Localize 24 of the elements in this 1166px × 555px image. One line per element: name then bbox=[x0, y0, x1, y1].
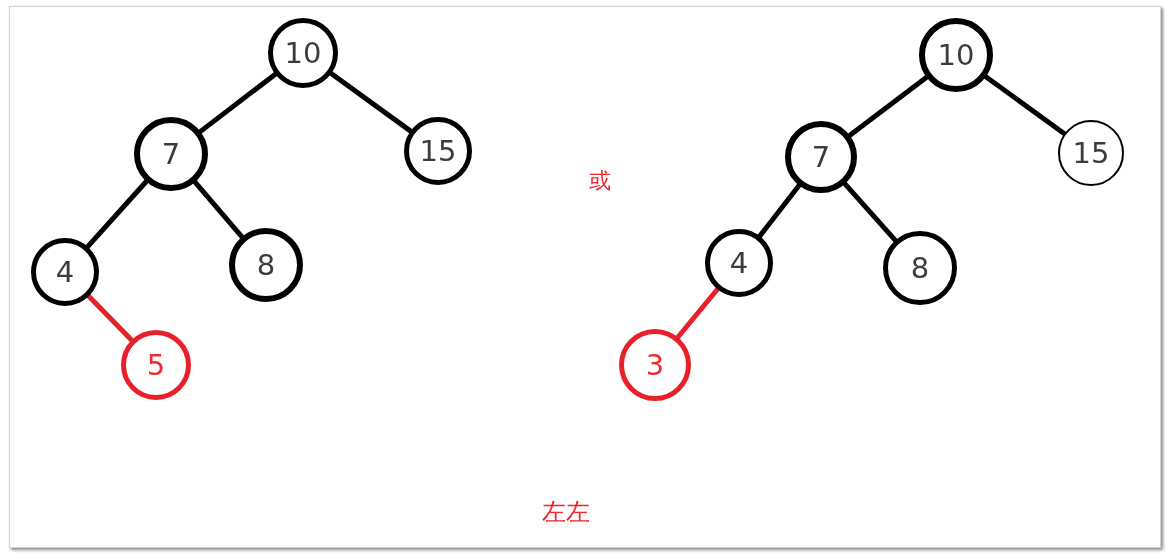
node-value: 15 bbox=[419, 136, 457, 166]
connector-line bbox=[983, 74, 1067, 137]
node-value: 10 bbox=[937, 40, 975, 70]
note-text: 左左 bbox=[542, 500, 590, 524]
connector-line bbox=[757, 183, 802, 239]
connector-line bbox=[675, 286, 720, 340]
node-value: 3 bbox=[645, 350, 665, 380]
node-value: 4 bbox=[55, 257, 75, 287]
node-value: 15 bbox=[1072, 138, 1110, 168]
connector-line bbox=[329, 70, 413, 134]
node-value: 7 bbox=[161, 139, 181, 169]
connector-line bbox=[86, 293, 134, 343]
node-value: 5 bbox=[146, 350, 166, 380]
connector-line bbox=[192, 179, 245, 240]
node-value: 10 bbox=[284, 38, 322, 68]
node-value: 7 bbox=[811, 142, 831, 172]
node-value: 8 bbox=[910, 253, 930, 283]
node-value: 4 bbox=[729, 248, 749, 278]
connector-line bbox=[842, 181, 898, 243]
node-value: 8 bbox=[256, 250, 276, 280]
note-text: 或 bbox=[589, 170, 611, 192]
connector-line bbox=[85, 179, 149, 250]
connector-line bbox=[198, 71, 278, 135]
connector-line bbox=[847, 74, 929, 138]
